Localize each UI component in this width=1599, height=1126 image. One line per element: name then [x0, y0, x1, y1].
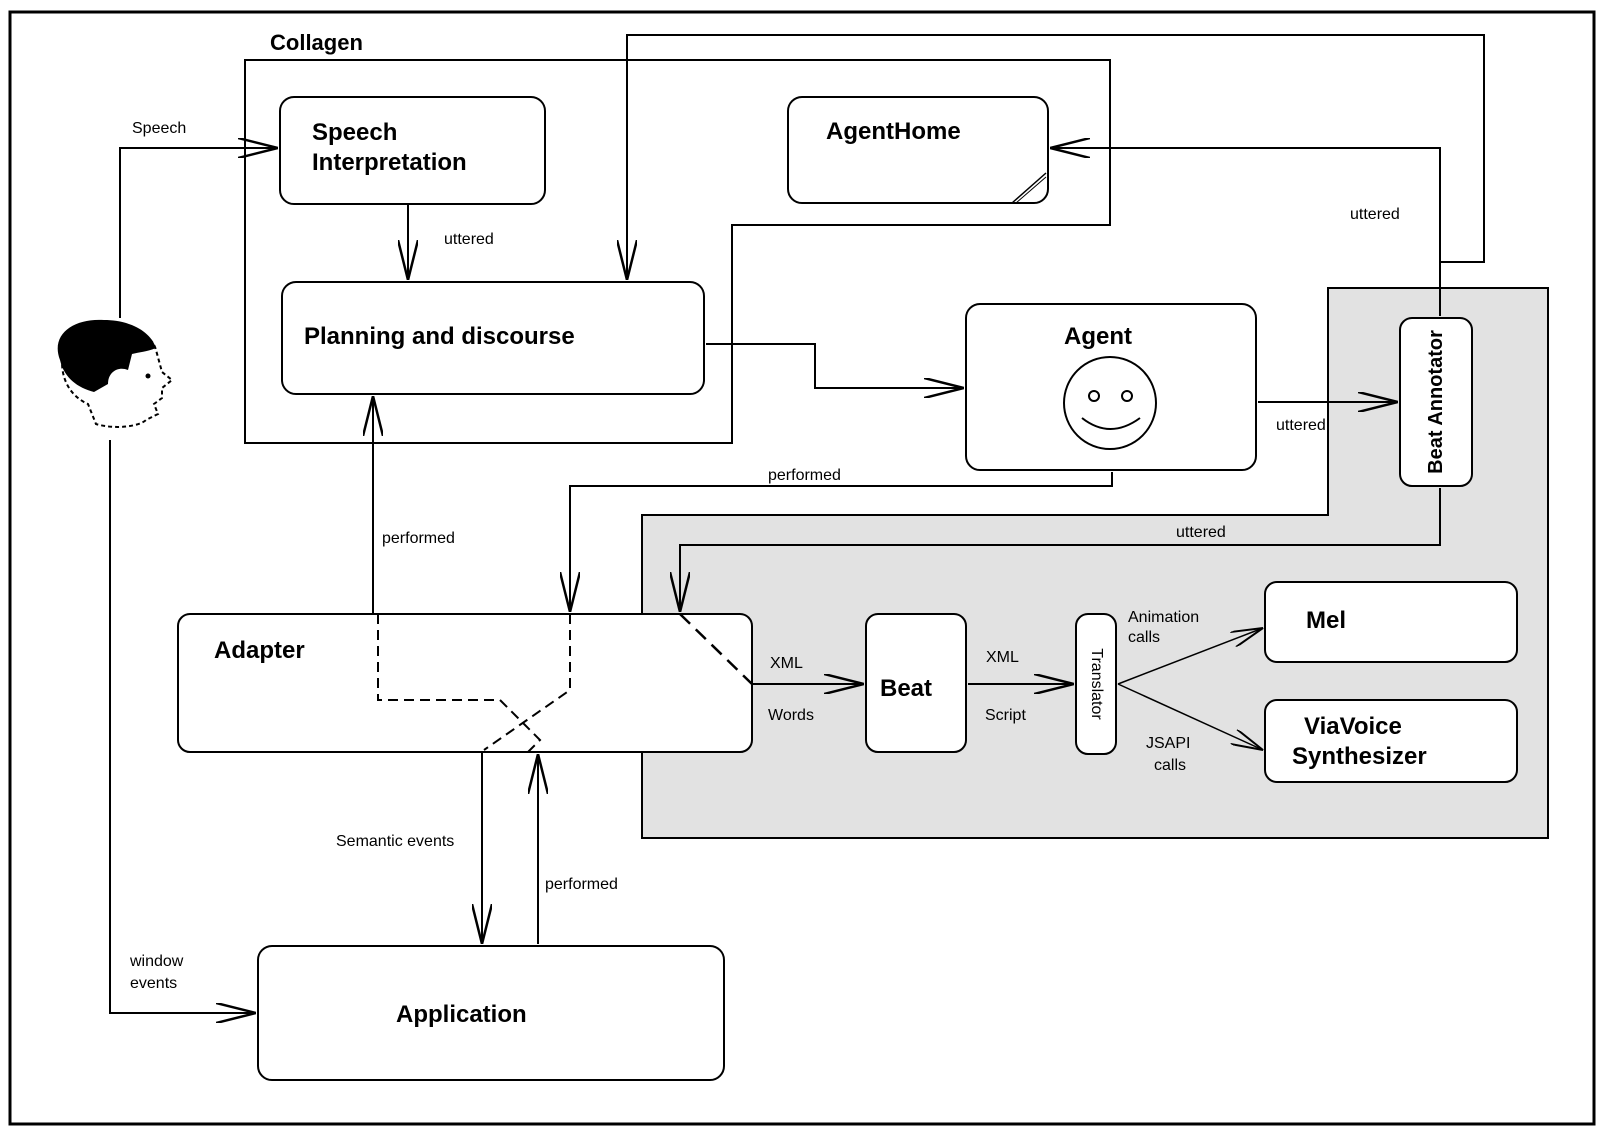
translator-label: Translator [1088, 648, 1105, 720]
uttered-agenthome-connector [1050, 148, 1441, 290]
viavoice-line2: Synthesizer [1292, 743, 1427, 770]
viavoice-line1: ViaVoice [1304, 713, 1402, 740]
uttered-agent-label: uttered [1276, 417, 1326, 434]
animation-calls-connector [1117, 628, 1263, 685]
speech-interpretation-box [279, 96, 546, 205]
collagen-container [244, 59, 1111, 444]
agenthome-page-corner [1011, 172, 1047, 204]
uttered-si-label: uttered [444, 231, 494, 248]
window-events-connector [109, 440, 256, 1013]
performed-agent-label: performed [768, 467, 841, 484]
speech-interpretation-line2: Interpretation [312, 149, 467, 176]
translator-box [1075, 613, 1117, 755]
uttered-annotator-label: uttered [1176, 524, 1226, 541]
adapter-label: Adapter [214, 637, 305, 664]
planning-agent-connector [706, 343, 964, 388]
window-events-line1: window [129, 953, 184, 970]
uttered-annotator-connector [680, 488, 1441, 612]
viavoice-box [1264, 699, 1518, 783]
xml-script-line2: Script [985, 707, 1026, 724]
adapter-internal-route-2 [483, 614, 571, 751]
annotator-planning-connector [627, 34, 1485, 316]
adapter-internal-route-3 [679, 613, 753, 685]
user-head-icon [57, 319, 174, 428]
jsapi-calls-line1: JSAPI [1146, 735, 1190, 752]
xml-words-line1: XML [770, 655, 803, 672]
jsapi-calls-connector [1117, 683, 1263, 750]
jsapi-calls-line2: calls [1154, 757, 1186, 774]
collagen-title: Collagen [270, 30, 363, 55]
agenthome-box [787, 96, 1049, 204]
smiley-face-icon [1063, 356, 1157, 450]
animation-calls-line2: calls [1128, 629, 1160, 646]
application-box [257, 945, 725, 1081]
speech-interpretation-line1: Speech [312, 119, 397, 146]
xml-words-line2: Words [768, 707, 814, 724]
beat-box [865, 613, 967, 753]
xml-script-line1: XML [986, 649, 1019, 666]
adapter-internal-route-1 [377, 614, 542, 753]
agenthome-label: AgentHome [826, 118, 961, 145]
performed-planning-label: performed [382, 530, 455, 547]
beat-annotator-label: Beat Annotator [1425, 330, 1447, 474]
planning-discourse-label: Planning and discourse [304, 323, 575, 350]
mel-label: Mel [1306, 607, 1346, 634]
window-events-line2: events [130, 975, 177, 992]
animation-calls-line1: Animation [1128, 609, 1199, 626]
application-label: Application [396, 1001, 527, 1028]
semantic-events-label: Semantic events [336, 833, 454, 850]
adapter-box [177, 613, 753, 753]
performed-app-label: performed [545, 876, 618, 893]
performed-agent-connector [570, 472, 1113, 612]
speech-edge-label: Speech [132, 120, 186, 137]
beat-label: Beat [880, 675, 932, 702]
beat-annotator-box [1399, 317, 1473, 487]
mel-box [1264, 581, 1518, 663]
speech-connector [119, 148, 278, 318]
agent-label: Agent [1064, 323, 1132, 350]
uttered-agenthome-label: uttered [1350, 206, 1400, 223]
planning-discourse-box [281, 281, 705, 395]
outer-frame [8, 10, 1596, 1126]
